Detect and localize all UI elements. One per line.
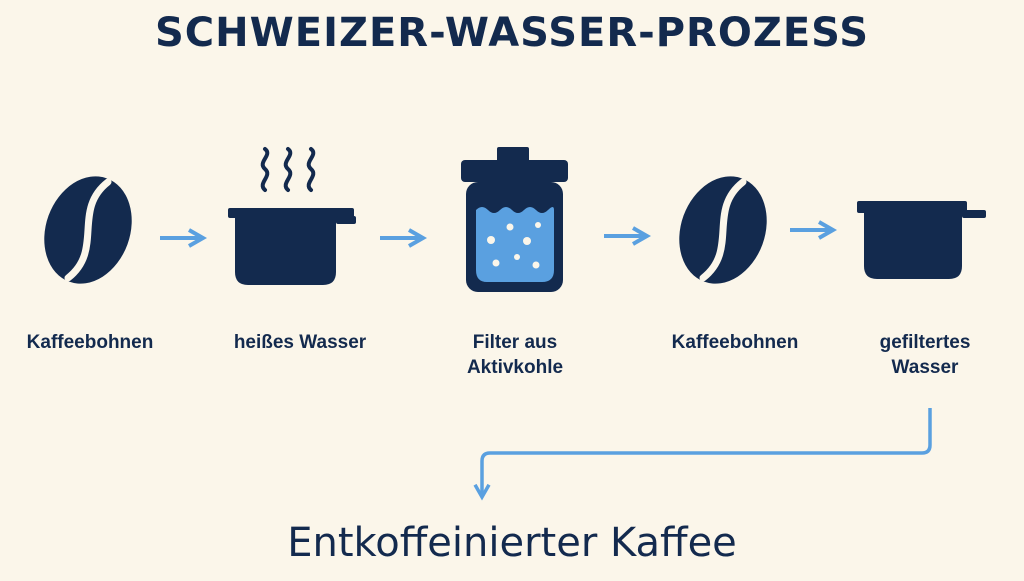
- step-label-coffee-beans: Kaffeebohnen: [26, 332, 154, 353]
- step-label-filtered-water: gefiltertes Wasser: [879, 332, 971, 378]
- step-label-coffee-beans-2: Kaffeebohnen: [671, 332, 799, 353]
- result-connector-arrow: [473, 408, 932, 501]
- activated-carbon-filter-icon: [461, 147, 568, 292]
- diagram-title: SCHWEIZER-WASSER-PROZESS: [155, 10, 869, 56]
- coffee-bean-icon: [679, 176, 767, 284]
- step-label-hot-water: heißes Wasser: [233, 332, 367, 353]
- step-label-carbon-filter: Filter aus Aktivkohle: [466, 332, 564, 378]
- steaming-pot-icon: [228, 147, 356, 285]
- coffee-bean-icon: [44, 176, 132, 284]
- result-label: Entkoffeinierter Kaffee: [287, 520, 737, 566]
- pot-icon: [857, 201, 986, 279]
